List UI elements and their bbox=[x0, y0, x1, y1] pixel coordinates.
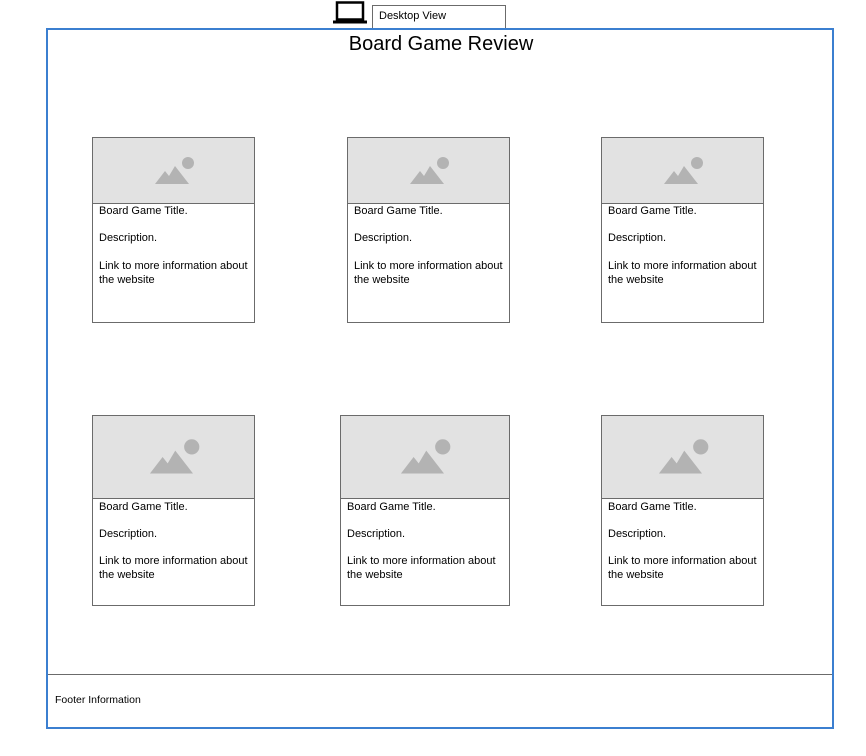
card-image bbox=[602, 416, 763, 499]
card-title: Board Game Title. bbox=[99, 205, 188, 217]
card-image bbox=[93, 416, 254, 499]
laptop-icon bbox=[333, 1, 367, 24]
image-placeholder-icon bbox=[400, 439, 451, 474]
image-placeholder-icon bbox=[658, 439, 708, 474]
card-title: Board Game Title. bbox=[608, 205, 697, 217]
card-description: Description. bbox=[99, 232, 158, 244]
card-link[interactable]: Link to more information about the websi… bbox=[608, 555, 757, 581]
view-label: Desktop View bbox=[372, 5, 506, 28]
image-placeholder-icon bbox=[663, 156, 703, 184]
card-image bbox=[602, 138, 763, 204]
game-card[interactable]: Board Game Title. Description. Link to m… bbox=[340, 415, 510, 606]
image-placeholder-icon bbox=[149, 439, 199, 474]
card-title: Board Game Title. bbox=[347, 501, 436, 513]
page-title: Board Game Review bbox=[348, 33, 534, 55]
game-card[interactable]: Board Game Title. Description. Link to m… bbox=[347, 137, 510, 323]
card-link[interactable]: Link to more information about the websi… bbox=[354, 260, 503, 286]
card-image bbox=[341, 416, 509, 499]
card-image bbox=[93, 138, 254, 204]
card-title: Board Game Title. bbox=[608, 501, 697, 513]
image-placeholder-icon bbox=[154, 156, 194, 184]
card-link[interactable]: Link to more information about the websi… bbox=[99, 260, 248, 286]
card-description: Description. bbox=[347, 528, 406, 540]
game-card[interactable]: Board Game Title. Description. Link to m… bbox=[601, 415, 764, 606]
image-placeholder-icon bbox=[409, 156, 449, 184]
card-link[interactable]: Link to more information about the websi… bbox=[99, 555, 248, 581]
page-frame: Board Game Review Board Game Title. Desc… bbox=[46, 28, 834, 729]
card-title: Board Game Title. bbox=[99, 501, 188, 513]
footer-text: Footer Information bbox=[55, 694, 141, 706]
card-description: Description. bbox=[354, 232, 413, 244]
card-description: Description. bbox=[608, 528, 667, 540]
footer: Footer Information bbox=[48, 674, 832, 727]
card-image bbox=[348, 138, 509, 204]
card-title: Board Game Title. bbox=[354, 205, 443, 217]
game-card[interactable]: Board Game Title. Description. Link to m… bbox=[601, 137, 764, 323]
card-link[interactable]: Link to more information about the websi… bbox=[608, 260, 757, 286]
card-link[interactable]: Link to more information about the websi… bbox=[347, 555, 496, 581]
card-description: Description. bbox=[608, 232, 667, 244]
card-description: Description. bbox=[99, 528, 158, 540]
game-card[interactable]: Board Game Title. Description. Link to m… bbox=[92, 415, 255, 606]
game-card[interactable]: Board Game Title. Description. Link to m… bbox=[92, 137, 255, 323]
